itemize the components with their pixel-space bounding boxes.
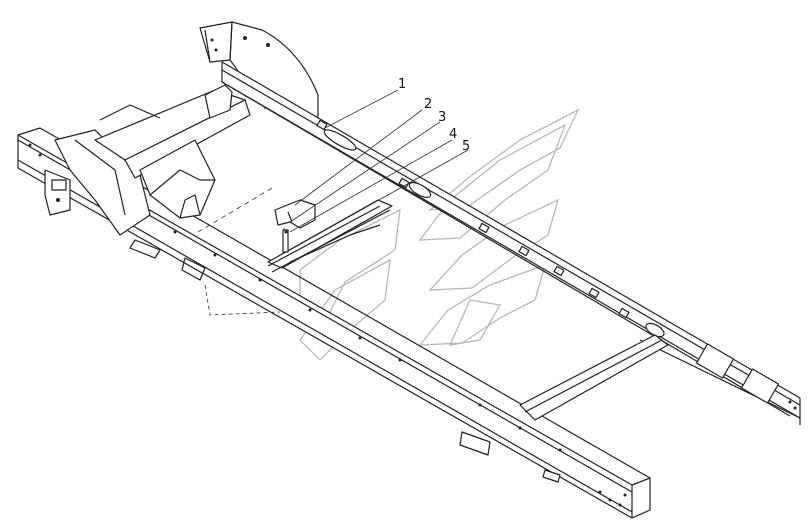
callout-5: 5: [462, 139, 470, 154]
front-bracket-assembly: [44, 129, 206, 281]
rear-tube-cross-member: [519, 334, 669, 421]
callout-2: 2: [424, 97, 432, 112]
right-side-rail: [221, 61, 801, 425]
front-cross-member: [94, 84, 251, 219]
rear-bracket-plate: [199, 21, 319, 121]
support-bracket-part: [274, 199, 316, 253]
callout-4: 4: [449, 127, 457, 142]
callout-1: 1: [398, 77, 406, 92]
dashed-reference-lines: [197, 187, 281, 316]
middle-cross-member: [267, 199, 393, 273]
callout-leaders: [289, 89, 469, 251]
rail-brackets: [459, 431, 561, 483]
callout-3: 3: [438, 110, 446, 125]
callout-labels: 1 2 3 4 5: [398, 77, 470, 154]
